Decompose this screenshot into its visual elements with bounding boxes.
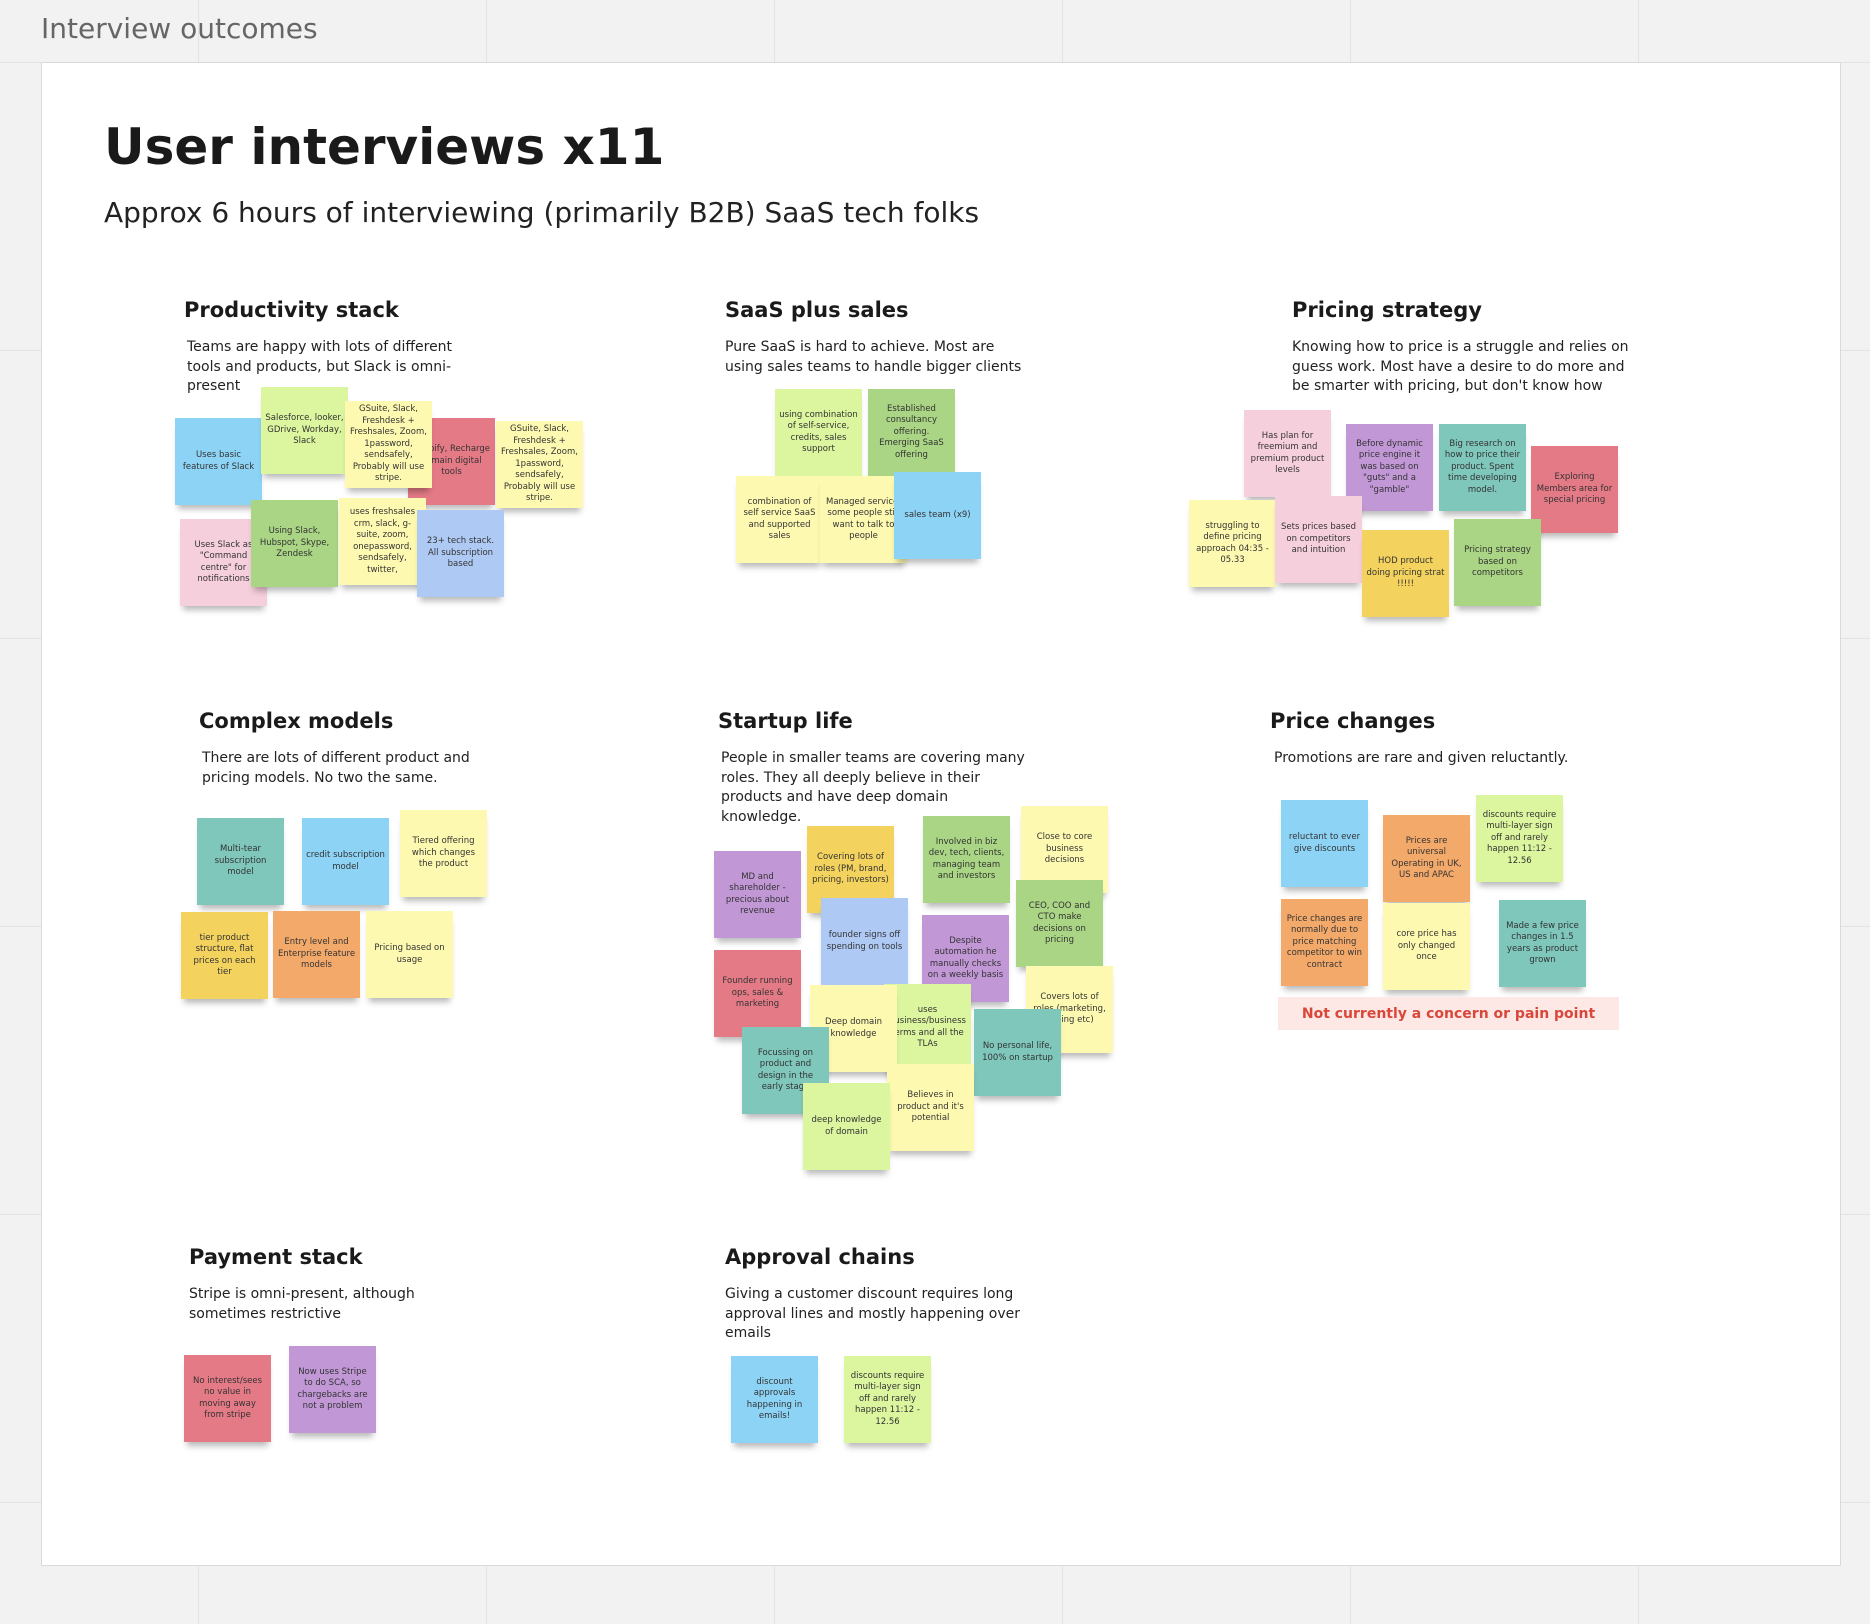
sticky-note[interactable]: No personal life, 100% on startup xyxy=(974,1009,1061,1096)
sticky-note[interactable]: reluctant to ever give discounts xyxy=(1281,800,1368,887)
price-changes-description[interactable]: Promotions are rare and given reluctantl… xyxy=(1274,750,1569,766)
sticky-note[interactable]: Price changes are normally due to price … xyxy=(1281,899,1368,986)
payment-stack-heading[interactable]: Payment stack xyxy=(189,1245,363,1269)
saas-plus-sales-description[interactable]: Pure SaaS is hard to achieve. Most are u… xyxy=(725,339,1022,375)
payment-stack-description[interactable]: Stripe is omni-present, although sometim… xyxy=(189,1286,415,1322)
complex-models-heading[interactable]: Complex models xyxy=(199,709,394,733)
saas-plus-sales-heading[interactable]: SaaS plus sales xyxy=(725,298,909,322)
sticky-note[interactable]: Salesforce, looker, GDrive, Workday, Sla… xyxy=(261,387,348,474)
approval-chains-description[interactable]: Giving a customer discount requires long… xyxy=(725,1286,1021,1341)
sticky-note[interactable]: No interest/sees no value in moving away… xyxy=(184,1355,271,1442)
sticky-note[interactable]: deep knowledge of domain xyxy=(803,1083,890,1170)
sticky-note[interactable]: combination of self service SaaS and sup… xyxy=(736,476,823,563)
complex-models-description[interactable]: There are lots of different product and … xyxy=(202,750,470,786)
sticky-note[interactable]: sales team (x9) xyxy=(894,472,981,559)
startup-life-heading[interactable]: Startup life xyxy=(718,709,853,733)
sticky-note[interactable]: Before dynamic price engine it was based… xyxy=(1346,424,1433,511)
sticky-note[interactable]: struggling to define pricing approach 04… xyxy=(1189,500,1276,587)
sticky-note[interactable]: Established consultancy offering. Emergi… xyxy=(868,389,955,476)
sticky-note[interactable]: Founder running ops, sales & marketing xyxy=(714,950,801,1037)
sticky-note[interactable]: uses business/business terms and all the… xyxy=(884,984,971,1071)
sticky-note[interactable]: 23+ tech stack. All subscription based xyxy=(417,510,504,597)
price-changes-tag[interactable]: Not currently a concern or pain point xyxy=(1278,997,1619,1030)
sticky-note[interactable]: Believes in product and it's potential xyxy=(887,1064,974,1151)
pricing-strategy-description[interactable]: Knowing how to price is a struggle and r… xyxy=(1292,339,1629,394)
sticky-note[interactable]: discounts require multi-layer sign off a… xyxy=(1476,795,1563,882)
sticky-note[interactable]: Prices are universal Operating in UK, US… xyxy=(1383,815,1470,902)
startup-life-description[interactable]: People in smaller teams are covering man… xyxy=(721,750,1025,825)
productivity-stack-heading[interactable]: Productivity stack xyxy=(184,298,399,322)
sticky-note[interactable]: Multi-tear subscription model xyxy=(197,818,284,905)
sticky-note[interactable]: Pricing based on usage xyxy=(366,911,453,998)
frame-label[interactable]: Interview outcomes xyxy=(41,12,318,45)
sticky-note[interactable]: discounts require multi-layer sign off a… xyxy=(844,1356,931,1443)
sticky-note[interactable]: Using Slack, Hubspot, Skype, Zendesk xyxy=(251,500,338,587)
board-subtitle[interactable]: Approx 6 hours of interviewing (primaril… xyxy=(104,196,980,229)
sticky-note[interactable]: Pricing strategy based on competitors xyxy=(1454,519,1541,606)
sticky-note[interactable]: tier product structure, flat prices on e… xyxy=(181,912,268,999)
sticky-note[interactable]: Involved in biz dev, tech, clients, mana… xyxy=(923,816,1010,903)
sticky-note[interactable]: GSuite, Slack, Freshdesk + Freshsales, Z… xyxy=(496,421,583,508)
sticky-note[interactable]: Has plan for freemium and premium produc… xyxy=(1244,410,1331,497)
sticky-note[interactable]: CEO, COO and CTO make decisions on prici… xyxy=(1016,880,1103,967)
sticky-note[interactable]: using combination of self-service, credi… xyxy=(775,389,862,476)
sticky-note[interactable]: Close to core business decisions xyxy=(1021,806,1108,893)
sticky-note[interactable]: Exploring Members area for special prici… xyxy=(1531,446,1618,533)
price-changes-heading[interactable]: Price changes xyxy=(1270,709,1436,733)
sticky-note[interactable]: Made a few price changes in 1.5 years as… xyxy=(1499,900,1586,987)
sticky-note[interactable]: Sets prices based on competitors and int… xyxy=(1275,496,1362,583)
approval-chains-heading[interactable]: Approval chains xyxy=(725,1245,915,1269)
sticky-note[interactable]: GSuite, Slack, Freshdesk + Freshsales, Z… xyxy=(345,401,432,488)
sticky-note[interactable]: Big research on how to price their produ… xyxy=(1439,424,1526,511)
sticky-note[interactable]: discount approvals happening in emails! xyxy=(731,1356,818,1443)
sticky-note[interactable]: credit subscription model xyxy=(302,818,389,905)
sticky-note[interactable]: uses freshsales crm, slack, g-suite, zoo… xyxy=(339,498,426,585)
sticky-note[interactable]: HOD product doing pricing strat !!!!! xyxy=(1362,530,1449,617)
sticky-note[interactable]: founder signs off spending on tools xyxy=(821,898,908,985)
productivity-stack-description[interactable]: Teams are happy with lots of different t… xyxy=(187,339,453,394)
sticky-note[interactable]: MD and shareholder - precious about reve… xyxy=(714,851,801,938)
sticky-note[interactable]: Tiered offering which changes the produc… xyxy=(400,810,487,897)
sticky-note[interactable]: Entry level and Enterprise feature model… xyxy=(273,911,360,998)
sticky-note[interactable]: core price has only changed once xyxy=(1383,903,1470,990)
sticky-note[interactable]: Managed service, some people still want … xyxy=(820,476,907,563)
sticky-note[interactable]: Uses basic features of Slack xyxy=(175,418,262,505)
board-title[interactable]: User interviews x11 xyxy=(104,118,665,176)
sticky-note[interactable]: Now uses Stripe to do SCA, so chargeback… xyxy=(289,1346,376,1433)
pricing-strategy-heading[interactable]: Pricing strategy xyxy=(1292,298,1482,322)
